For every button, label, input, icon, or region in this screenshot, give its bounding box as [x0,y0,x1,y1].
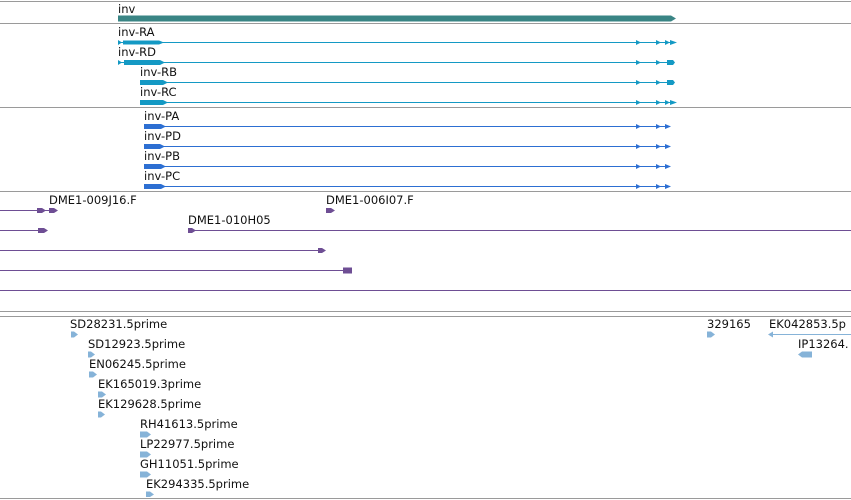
gene-feature[interactable] [118,15,676,22]
gene-label: inv [118,2,135,16]
clone-label: DME1-010H05 [188,213,271,227]
est-label: LP22977.5prime [140,437,234,451]
clone-dme1-010h05[interactable]: DME1-010H05 [188,213,851,233]
est-label: EK129628.5prime [98,397,201,411]
clone-row-4[interactable] [0,267,352,274]
transcript-label: inv-PA [144,109,179,123]
est-item[interactable]: EK165019.3prime [98,377,201,398]
clone-dme1-006i07[interactable]: DME1-006I07.F [326,193,414,213]
est-item[interactable]: EN06245.5prime [89,357,186,378]
clone-label: DME1-009J16.F [49,193,137,207]
clone-row-3[interactable] [0,248,326,253]
est-label: GH11051.5prime [140,457,239,471]
est-item[interactable]: SD28231.5prime [70,317,167,338]
est-item[interactable]: RH41613.5prime [140,417,238,438]
est-track: SD28231.5prime SD12923.5prime EN06245.5p… [70,317,851,497]
est-label: RH41613.5prime [140,417,238,431]
transcript-inv-rb[interactable]: inv-RB [140,65,675,85]
transcript-inv-pc[interactable]: inv-PC [144,169,671,189]
gene-track[interactable]: inv [118,2,676,22]
transcript-inv-rc[interactable]: inv-RC [140,85,677,105]
transcript-label: inv-RC [140,85,177,99]
transcript-label: inv-RA [118,25,155,39]
est-label: 329165 [707,317,751,331]
est-label: EK042853.5p [769,317,846,331]
est-label: IP13264. [798,337,849,351]
est-item[interactable]: LP22977.5prime [140,437,234,458]
clone-label: DME1-006I07.F [326,193,414,207]
est-label: SD28231.5prime [70,317,167,331]
transcript-track-a: inv-RA inv-RD inv-RB inv-R [118,25,677,105]
est-label: EK165019.3prime [98,377,201,391]
est-item[interactable]: EK042853.5p [768,317,851,338]
transcript-label: inv-RB [140,65,177,79]
transcript-inv-pa[interactable]: inv-PA [144,109,671,129]
transcript-label: inv-PB [144,149,180,163]
clone-dme1-009j16[interactable]: DME1-009J16.F [0,193,137,213]
est-label: EK294335.5prime [146,477,249,491]
est-item[interactable]: SD12923.5prime [88,337,185,358]
est-label: EN06245.5prime [89,357,186,371]
est-item[interactable]: EK294335.5prime [146,477,249,497]
transcript-label: inv-PD [144,129,181,143]
transcript-label: inv-PC [144,169,180,183]
transcript-inv-pd[interactable]: inv-PD [144,129,671,149]
est-item[interactable]: GH11051.5prime [140,457,239,478]
transcript-inv-ra[interactable]: inv-RA [118,25,677,45]
est-item[interactable]: IP13264. [798,337,849,358]
transcript-inv-rd[interactable]: inv-RD [118,45,675,65]
transcript-inv-pb[interactable]: inv-PB [144,149,671,169]
transcript-track-b: inv-PA inv-PD inv-PB inv-PC [144,109,671,189]
clone-track: DME1-009J16.F DME1-006I07.F DME1-010H05 [0,193,851,291]
est-item[interactable]: EK129628.5prime [98,397,201,418]
est-label: SD12923.5prime [88,337,185,351]
est-item[interactable]: 329165 [707,317,751,338]
transcript-label: inv-RD [118,45,156,59]
clone-row-2[interactable] [0,228,48,233]
